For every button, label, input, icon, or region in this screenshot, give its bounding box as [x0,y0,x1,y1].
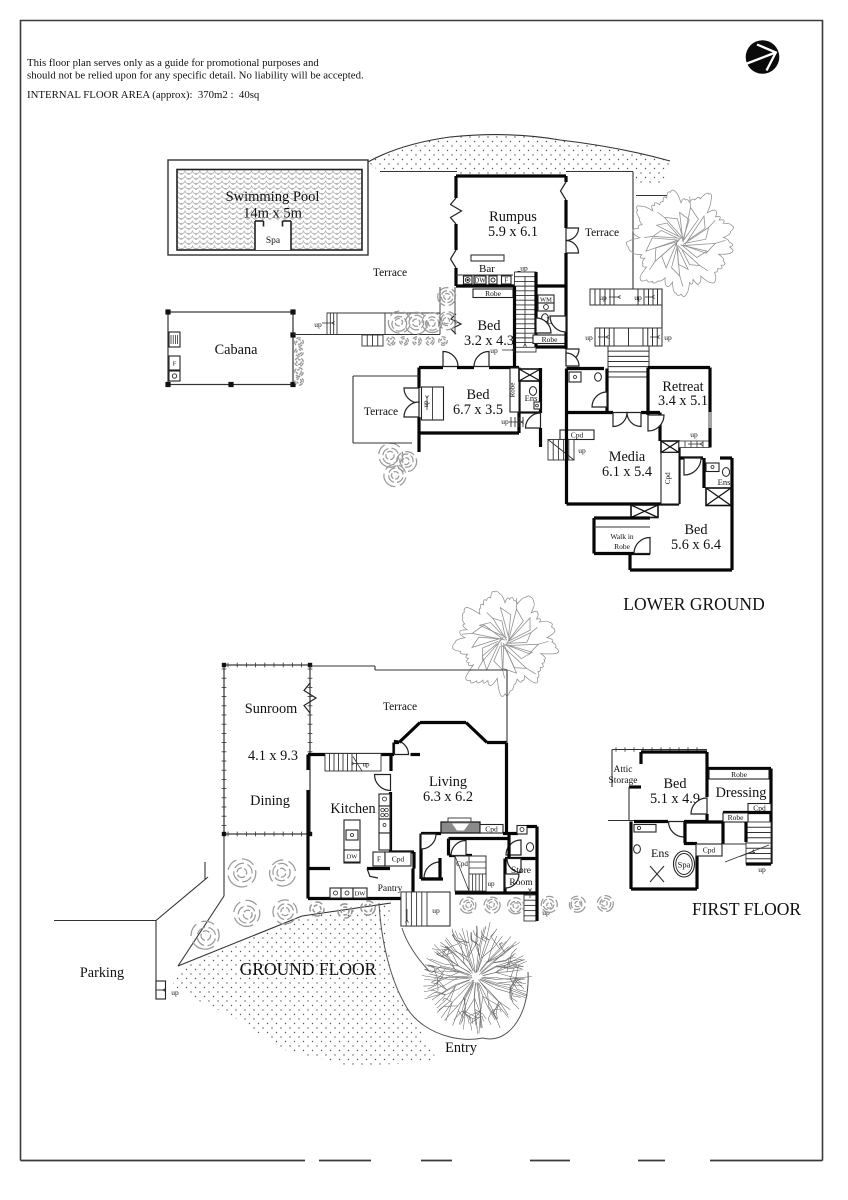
svg-text:Swimming Pool: Swimming Pool [226,189,320,205]
svg-text:Cpd: Cpd [703,846,716,855]
svg-text:Dining: Dining [250,793,290,809]
svg-text:LOWER GROUND: LOWER GROUND [623,594,764,614]
svg-text:Pantry: Pantry [378,884,403,894]
svg-text:Cpd: Cpd [664,472,672,484]
svg-text:up: up [664,333,672,342]
svg-text:F: F [173,360,177,367]
svg-text:4.1 x 9.3: 4.1 x 9.3 [248,748,298,764]
svg-text:Attic: Attic [614,765,633,775]
svg-text:Terrace: Terrace [585,227,619,239]
svg-text:up: up [314,320,322,329]
svg-text:up: up [599,293,607,302]
svg-text:up: up [171,988,179,997]
svg-text:Terrace: Terrace [364,406,398,418]
svg-text:up: up [585,333,593,342]
svg-text:F: F [504,276,508,284]
svg-text:14m x 5m: 14m x 5m [243,206,303,222]
svg-text:up: up [520,264,528,273]
svg-text:Robe: Robe [509,383,517,398]
svg-text:Terrace: Terrace [373,267,407,279]
svg-text:Ens: Ens [525,393,538,403]
svg-text:Media: Media [609,449,646,465]
svg-text:up: up [363,761,371,769]
svg-text:Spa: Spa [678,860,691,870]
svg-text:up: up [490,346,498,355]
svg-text:FIRST FLOOR: FIRST FLOOR [692,899,801,919]
svg-text:Spa: Spa [266,236,281,246]
svg-text:up: up [432,906,440,915]
svg-text:Robe: Robe [731,770,748,779]
svg-text:Store: Store [511,866,531,876]
svg-text:Ens: Ens [718,477,731,487]
svg-text:Robe: Robe [485,289,502,298]
svg-text:6.1 x 5.4: 6.1 x 5.4 [602,464,652,480]
svg-text:GROUND FLOOR: GROUND FLOOR [240,959,377,979]
svg-text:Entry: Entry [445,1040,478,1056]
svg-text:Rumpus: Rumpus [489,209,537,225]
svg-text:INTERNAL FLOOR AREA (approx):: INTERNAL FLOOR AREA (approx): 370m2 : 40… [27,89,260,101]
svg-text:up: up [501,417,509,426]
svg-text:5.9 x 6.1: 5.9 x 6.1 [488,224,538,240]
svg-text:Robe: Robe [728,813,745,822]
svg-text:up: up [422,400,430,408]
svg-text:up: up [488,880,496,888]
svg-text:5.1 x 4.9: 5.1 x 4.9 [650,791,700,807]
svg-text:up: up [690,430,698,439]
svg-text:Cpd: Cpd [485,824,498,833]
svg-text:DW: DW [474,276,486,284]
svg-text:Dressing: Dressing [716,785,767,801]
svg-text:Ens: Ens [651,846,669,860]
svg-text:DW: DW [347,853,359,860]
svg-text:3.4 x 5.1: 3.4 x 5.1 [658,393,708,409]
svg-text:up: up [578,446,586,455]
svg-text:up: up [758,865,766,874]
svg-text:Parking: Parking [80,965,124,981]
svg-text:Bed: Bed [477,318,500,334]
svg-text:DW: DW [355,890,367,897]
svg-text:6.3 x 6.2: 6.3 x 6.2 [423,789,473,805]
svg-text:Cpd: Cpd [456,860,468,868]
svg-text:Cpd: Cpd [753,803,766,812]
svg-text:F: F [377,855,381,863]
svg-text:Terrace: Terrace [383,701,417,713]
svg-text:Bed: Bed [684,522,707,538]
svg-text:Bar: Bar [479,263,495,275]
svg-text:Sunroom: Sunroom [245,701,297,717]
svg-text:Robe: Robe [614,542,631,551]
svg-text:Retreat: Retreat [662,379,703,395]
svg-text:Robe: Robe [542,335,559,344]
svg-text:up: up [634,293,642,302]
svg-text:This floor plan serves only as: This floor plan serves only as a guide f… [27,57,319,69]
svg-text:Cabana: Cabana [215,342,259,358]
svg-text:Room: Room [509,878,533,888]
svg-text:Bed: Bed [663,776,686,792]
svg-text:Cpd: Cpd [392,855,405,864]
svg-text:5.6 x 6.4: 5.6 x 6.4 [671,537,721,553]
svg-text:Bed: Bed [466,387,489,403]
svg-text:3.2 x 4.3: 3.2 x 4.3 [464,333,514,349]
svg-text:6.7 x 3.5: 6.7 x 3.5 [453,402,503,418]
svg-text:Walk in: Walk in [610,532,634,541]
svg-text:Cpd: Cpd [571,430,584,439]
svg-text:up: up [542,908,550,917]
svg-text:should not be relied upon for: should not be relied upon for any specif… [27,70,364,82]
svg-text:WM: WM [540,296,552,303]
svg-text:Storage: Storage [608,776,637,786]
svg-text:Kitchen: Kitchen [330,801,375,817]
svg-text:Living: Living [429,774,467,790]
